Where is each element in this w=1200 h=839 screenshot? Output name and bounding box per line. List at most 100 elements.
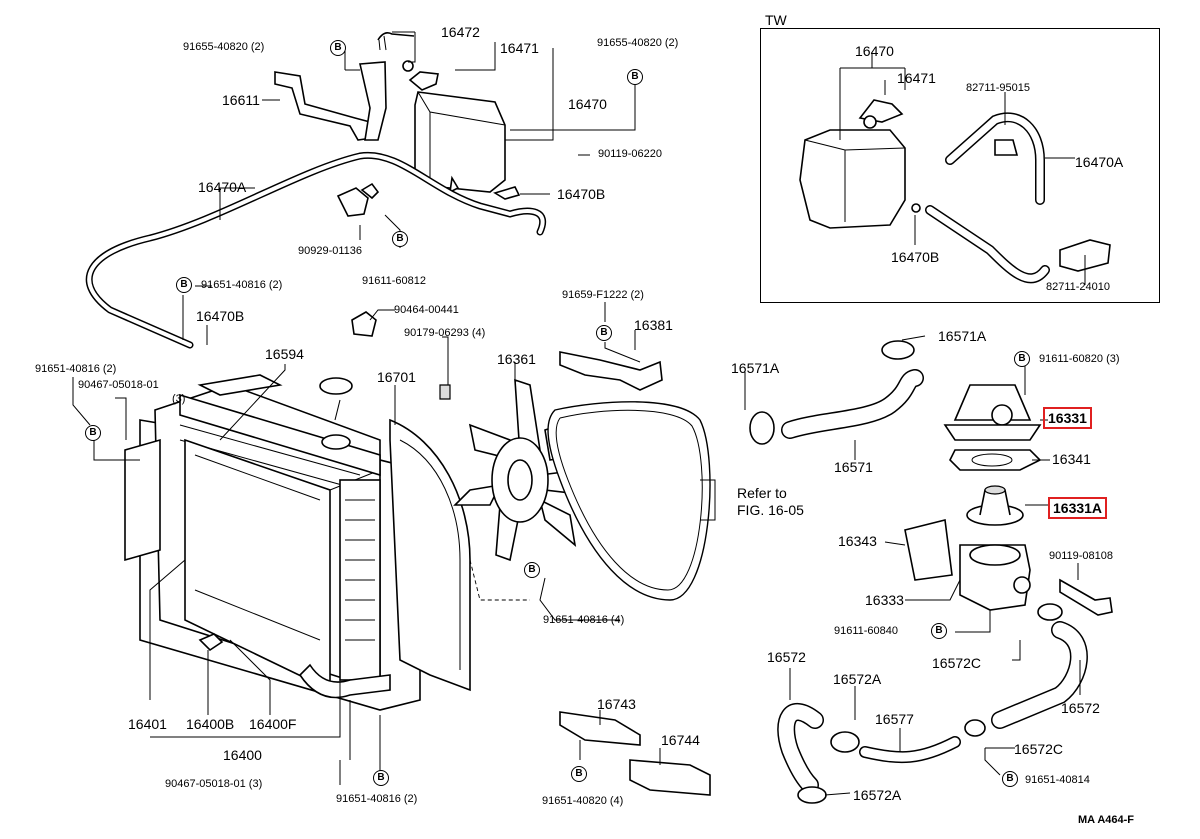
refer-note-line1: Refer to: [737, 485, 787, 501]
label-16381: 16381: [634, 317, 673, 333]
bolt-marker-icon: B: [596, 325, 612, 341]
label-16333: 16333: [865, 592, 904, 608]
label-91651-40814: 91651-40814: [1025, 774, 1090, 786]
label-16571A-left: 16571A: [731, 360, 780, 376]
bolt-marker-icon: B: [627, 69, 643, 85]
label-16331A-highlighted: 16331A: [1048, 497, 1108, 519]
label-16400: 16400: [223, 747, 262, 763]
label-90929-01136: 90929-01136: [298, 245, 363, 257]
label-16470B-mid: 16470B: [196, 308, 245, 324]
label-91659-F1222: 91659-F1222 (2): [562, 289, 644, 301]
bolt-marker-icon: B: [330, 40, 346, 56]
label-16572A-bottom: 16572A: [853, 787, 902, 803]
tw-label-82711-95015: 82711-95015: [966, 82, 1031, 94]
label-91651-40816-top: 91651-40816 (2): [201, 279, 283, 291]
label-16331-highlighted: 16331: [1043, 407, 1092, 429]
label-16744: 16744: [661, 732, 700, 748]
label-16594: 16594: [265, 346, 304, 362]
refer-note-line2: FIG. 16-05: [737, 502, 804, 518]
label-90119-06220: 90119-06220: [598, 148, 663, 160]
label-91655-40820-right: 91655-40820 (2): [597, 37, 679, 49]
label-16343: 16343: [838, 533, 877, 549]
label-90467-05018-left: 90467-05018-01: [78, 379, 159, 391]
bolt-marker-icon: B: [1014, 351, 1030, 367]
label-16571A-right: 16571A: [938, 328, 987, 344]
nut-90179-drawing: [439, 384, 451, 400]
tw-inset-drawing: [799, 52, 1111, 285]
bolt-marker-icon: B: [373, 770, 389, 786]
label-16472: 16472: [441, 24, 480, 40]
label-16572C-bottom: 16572C: [1014, 741, 1064, 757]
bolt-marker-icon: B: [176, 277, 192, 293]
lower-hose-16572-right: [991, 603, 1088, 729]
label-16577: 16577: [875, 711, 914, 727]
label-16743: 16743: [597, 696, 636, 712]
tw-inset-frame: [760, 28, 1160, 303]
radiator-cap-drawing: [319, 377, 353, 395]
label-91655-40820-left: 91655-40820 (2): [183, 41, 265, 53]
radiator-drawing: [124, 374, 421, 711]
water-inlet-16333: [959, 544, 1031, 611]
bolt-marker-icon: B: [392, 231, 408, 247]
label-16470A: 16470A: [198, 179, 247, 195]
label-16471: 16471: [500, 40, 539, 56]
clip-90464-drawing: [351, 311, 377, 337]
bracket-16611-drawing: [274, 61, 387, 141]
label-16571: 16571: [834, 459, 873, 475]
bolt-marker-icon: B: [524, 562, 540, 578]
bolt-90119-08108-drawing: [1059, 578, 1113, 616]
gasket-16343-drawing: [904, 519, 953, 581]
label-16400B: 16400B: [186, 716, 235, 732]
bolt-marker-icon: B: [1002, 771, 1018, 787]
clamp-90929-drawing: [336, 182, 380, 217]
label-91651-40816-left: 91651-40816 (2): [35, 363, 117, 375]
bracket-16381-drawing: [559, 351, 663, 391]
label-16611: 16611: [222, 92, 260, 108]
bolt-marker-icon: B: [571, 766, 587, 782]
bypass-pipe-16577: [797, 719, 986, 804]
bracket-16743-drawing: [559, 711, 641, 746]
label-90467-05018-qty: (3): [172, 393, 186, 405]
label-16401: 16401: [128, 716, 167, 732]
label-16572-right: 16572: [1061, 700, 1100, 716]
label-90464-00441: 90464-00441: [394, 304, 459, 316]
tw-label-16471: 16471: [897, 70, 936, 86]
label-16572A-top: 16572A: [833, 671, 882, 687]
drain-cock-drawing: [198, 633, 224, 652]
tw-label-16470: 16470: [855, 43, 894, 59]
tw-label-16470B: 16470B: [891, 249, 940, 265]
label-90119-08108: 90119-08108: [1049, 550, 1114, 562]
cooling-fan-drawing: [453, 378, 590, 562]
inset-title: TW: [765, 12, 787, 28]
label-90179-06293: 90179-06293 (4): [404, 327, 486, 339]
reservoir-tank-drawing: [377, 32, 521, 200]
label-16572C-top: 16572C: [932, 655, 982, 671]
bolt-marker-icon: B: [85, 425, 101, 441]
label-16572-left: 16572: [767, 649, 806, 665]
footer-code: MA A464-F: [1078, 814, 1135, 826]
label-91611-60820: 91611-60820 (3): [1039, 353, 1120, 365]
upper-hose-16571: [749, 340, 924, 445]
label-16341: 16341: [1052, 451, 1091, 467]
lower-hose-16572-left: [777, 703, 824, 794]
tw-label-16470A: 16470A: [1075, 154, 1124, 170]
label-16470: 16470: [568, 96, 607, 112]
label-91651-40820: 91651-40820 (4): [542, 795, 624, 807]
label-91651-40816-fan: 91651-40816 (4): [543, 614, 625, 626]
label-91651-40816-bottom: 91651-40816 (2): [336, 793, 418, 805]
water-outlet-16331: [943, 384, 1042, 441]
label-16470B-top: 16470B: [557, 186, 606, 202]
label-16701: 16701: [377, 369, 416, 385]
tw-label-82711-24010: 82711-24010: [1046, 281, 1111, 293]
label-90467-05018-bottom: 90467-05018-01 (3): [165, 778, 263, 790]
label-16361: 16361: [497, 351, 536, 367]
overflow-hose-16470A: [85, 151, 547, 349]
label-91611-60840: 91611-60840: [834, 625, 899, 637]
bracket-16744-drawing: [629, 759, 711, 796]
bolt-marker-icon: B: [931, 623, 947, 639]
v-belt-drawing: [547, 401, 716, 601]
label-91611-60812: 91611-60812: [362, 275, 427, 287]
label-16400F: 16400F: [249, 716, 297, 732]
thermostat-16331A: [966, 485, 1024, 526]
